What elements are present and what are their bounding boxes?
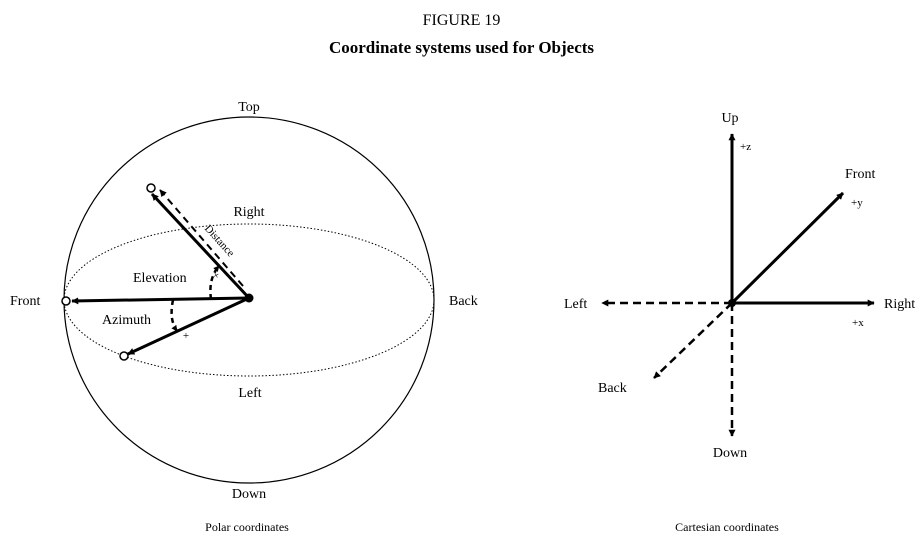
cartesian-caption: Cartesian coordinates <box>675 520 779 534</box>
cart-label-front: Front <box>845 167 875 182</box>
polar-origin <box>244 293 254 303</box>
cart-label-pos-z: +z <box>740 141 751 153</box>
polar-label-azimuth: Azimuth <box>102 313 151 328</box>
cart-label-left: Left <box>564 297 587 312</box>
azimuth-arc <box>170 299 179 332</box>
polar-label-top: Top <box>238 100 260 115</box>
polar-diagram: Top Down Front Back Right Left Elevation… <box>10 100 478 534</box>
elevation-arc <box>209 265 220 300</box>
front-vector <box>71 296 250 305</box>
cart-label-pos-y: +y <box>851 197 863 209</box>
elevation-endpoint <box>146 183 156 193</box>
back-axis <box>653 302 733 379</box>
cartesian-diagram: Up +z Front +y Right +x Left Back Down C… <box>564 111 915 534</box>
polar-label-back: Back <box>449 294 478 309</box>
azimuth-plus-sign: + <box>183 330 189 342</box>
polar-label-front: Front <box>10 294 40 309</box>
cart-label-right: Right <box>884 297 915 312</box>
azimuth-vector <box>127 296 250 356</box>
azimuth-endpoint <box>119 351 129 361</box>
polar-label-left: Left <box>238 386 261 401</box>
cart-label-back: Back <box>598 381 627 396</box>
polar-label-down: Down <box>232 487 266 502</box>
elevation-plus-sign: + <box>211 269 222 283</box>
cart-label-up: Up <box>721 111 738 126</box>
front-endpoint <box>61 296 71 306</box>
cartesian-origin <box>728 299 736 307</box>
figure-title: Coordinate systems used for Objects <box>328 38 595 57</box>
polar-label-right: Right <box>233 205 264 220</box>
front-axis-y <box>730 191 845 305</box>
cart-label-down: Down <box>713 446 747 461</box>
polar-label-elevation: Elevation <box>133 271 187 286</box>
polar-caption: Polar coordinates <box>205 520 289 534</box>
figure-number: FIGURE 19 <box>422 12 501 29</box>
distance-line <box>159 189 244 287</box>
cart-label-pos-x: +x <box>852 317 864 329</box>
elevation-vector <box>150 192 251 300</box>
